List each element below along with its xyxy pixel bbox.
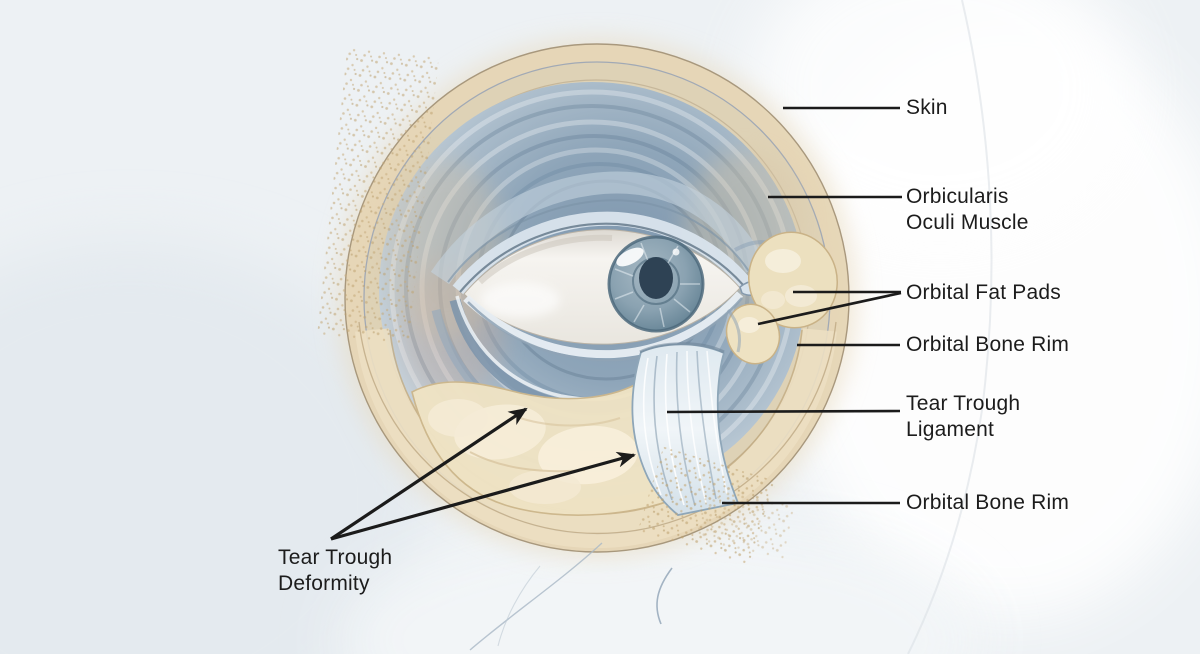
label-skin: Skin — [906, 95, 948, 121]
arrow-tear-trough-2 — [330, 451, 636, 541]
label-ligament-line2: Ligament — [906, 418, 994, 441]
iris — [607, 235, 705, 333]
label-orbital-bone-rim-upper-text: Orbital Bone Rim — [906, 333, 1070, 356]
label-skin-text: Skin — [906, 96, 948, 119]
ligament-origin-shadow — [639, 342, 725, 354]
fat-lobule — [538, 425, 638, 485]
label-deformity-line1: Tear Trough — [278, 546, 393, 569]
label-orbital-fat-pads: Orbital Fat Pads — [906, 280, 1061, 306]
lower-lid-margin — [463, 291, 744, 359]
cheek-shading — [0, 240, 430, 654]
lower-lash-line — [467, 297, 743, 362]
label-orbital-bone-rim-lower-text: Orbital Bone Rim — [906, 491, 1070, 514]
sclera-highlight — [480, 282, 560, 318]
leader-lines — [666, 106, 902, 505]
orbital-fat-pad-lower — [411, 379, 692, 516]
label-orbital-fat-pads-text: Orbital Fat Pads — [906, 281, 1061, 304]
lid-crease-line — [447, 199, 753, 283]
label-orbicularis-line2: Oculi Muscle — [906, 211, 1029, 234]
label-orbicularis: Orbicularis Oculi Muscle — [906, 184, 1029, 236]
orbital-fat-pads-medial — [725, 231, 838, 365]
label-ligament-line1: Tear Trough — [906, 392, 1021, 415]
upper-eyelid — [430, 171, 766, 295]
nose-contour-line — [907, 0, 993, 654]
eye — [463, 229, 768, 362]
bone-stipple-texture — [317, 47, 795, 566]
label-orbital-bone-rim-upper: Orbital Bone Rim — [906, 332, 1069, 358]
leader-line-fat-pads-2 — [757, 291, 902, 326]
fat-lobule — [428, 399, 488, 437]
deformity-arrows — [330, 407, 636, 541]
label-orbital-bone-rim-lower: Orbital Bone Rim — [906, 490, 1069, 516]
catchlight — [616, 247, 644, 267]
orbital-illustration — [317, 38, 857, 651]
pupil — [639, 257, 673, 299]
brow-highlight — [750, 0, 1130, 240]
cheek-contour-lines — [469, 542, 673, 651]
label-deformity-line2: Deformity — [278, 572, 370, 595]
label-tear-trough-ligament: Tear Trough Ligament — [906, 391, 1020, 443]
label-orbicularis-line1: Orbicularis — [906, 185, 1009, 208]
arrow-tear-trough-1 — [330, 407, 528, 541]
label-tear-trough-deformity: Tear Trough Deformity — [278, 545, 392, 597]
upper-lash-line — [459, 222, 745, 293]
leader-line-ligament — [666, 409, 901, 414]
fat-lobule — [509, 470, 581, 504]
